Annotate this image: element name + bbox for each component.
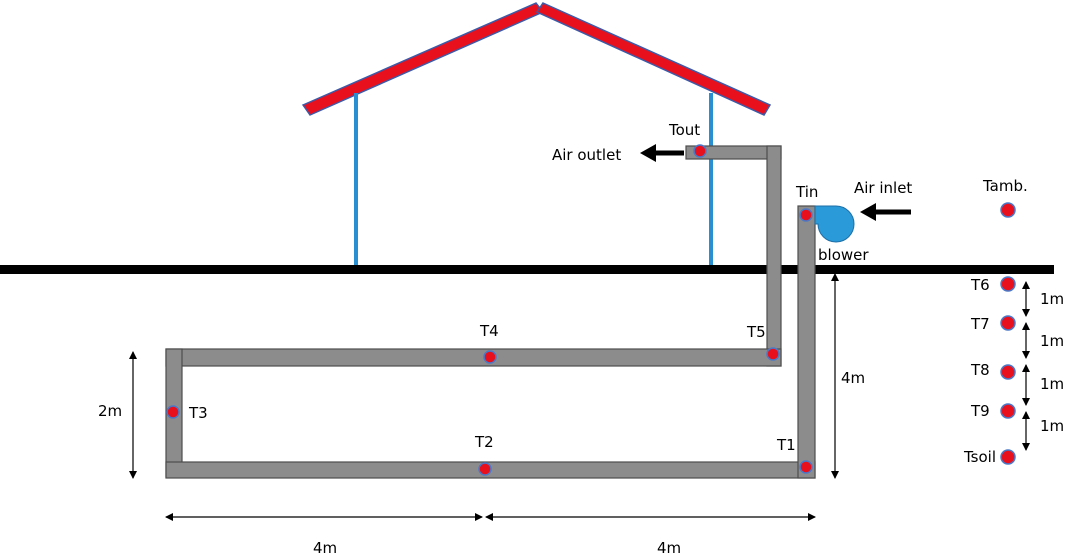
blower-icon bbox=[814, 205, 855, 243]
label-blower: blower bbox=[818, 246, 869, 264]
label-air-inlet: Air inlet bbox=[854, 179, 912, 197]
dim-label-length-right: 4m bbox=[657, 539, 681, 556]
dim-label-height-left: 2m bbox=[98, 402, 122, 420]
dim-label-soil-2: 1m bbox=[1040, 332, 1064, 350]
dim-label-depth-right: 4m bbox=[841, 369, 865, 387]
roof-right bbox=[535, 2, 772, 116]
dim-label-soil-1: 1m bbox=[1040, 290, 1064, 308]
sensor-tamb bbox=[1000, 202, 1016, 218]
air-inlet-arrow bbox=[860, 203, 911, 221]
sensor-t6 bbox=[1000, 276, 1016, 292]
sensor-t3 bbox=[166, 405, 180, 419]
dim-label-length-left: 4m bbox=[313, 539, 337, 556]
sensor-tsoil bbox=[1000, 449, 1016, 465]
label-t2: T2 bbox=[474, 433, 494, 451]
label-t1: T1 bbox=[776, 436, 796, 454]
sensor-t4 bbox=[483, 350, 497, 364]
sensor-t7 bbox=[1000, 315, 1016, 331]
sensor-t5 bbox=[766, 347, 780, 361]
sensor-t2 bbox=[478, 462, 492, 476]
sensor-t9 bbox=[1000, 403, 1016, 419]
pipe-outlet-riser bbox=[766, 145, 782, 367]
label-t9: T9 bbox=[970, 402, 990, 420]
pipe-inlet-riser bbox=[797, 205, 816, 479]
air-outlet-arrow bbox=[640, 144, 684, 162]
label-t4: T4 bbox=[479, 322, 499, 340]
ground-line bbox=[0, 265, 1054, 274]
sensor-tin bbox=[799, 208, 813, 222]
label-tamb: Tamb. bbox=[982, 177, 1028, 195]
label-air-outlet: Air outlet bbox=[552, 146, 621, 164]
label-t6: T6 bbox=[970, 276, 990, 294]
pipe-network bbox=[165, 145, 816, 479]
sensor-tout bbox=[693, 144, 707, 158]
label-t7: T7 bbox=[970, 315, 990, 333]
pipe-upper-horizontal bbox=[165, 348, 782, 367]
roof-left bbox=[301, 2, 545, 116]
label-t5: T5 bbox=[746, 323, 766, 341]
sensor-t8 bbox=[1000, 364, 1016, 380]
label-t3: T3 bbox=[188, 404, 208, 422]
sensor-t1 bbox=[799, 460, 813, 474]
label-tsoil: Tsoil bbox=[963, 448, 996, 466]
label-tin: Tin bbox=[795, 183, 818, 201]
dim-label-soil-4: 1m bbox=[1040, 417, 1064, 435]
label-t8: T8 bbox=[970, 361, 990, 379]
label-tout: Tout bbox=[668, 121, 700, 139]
dim-label-soil-3: 1m bbox=[1040, 375, 1064, 393]
